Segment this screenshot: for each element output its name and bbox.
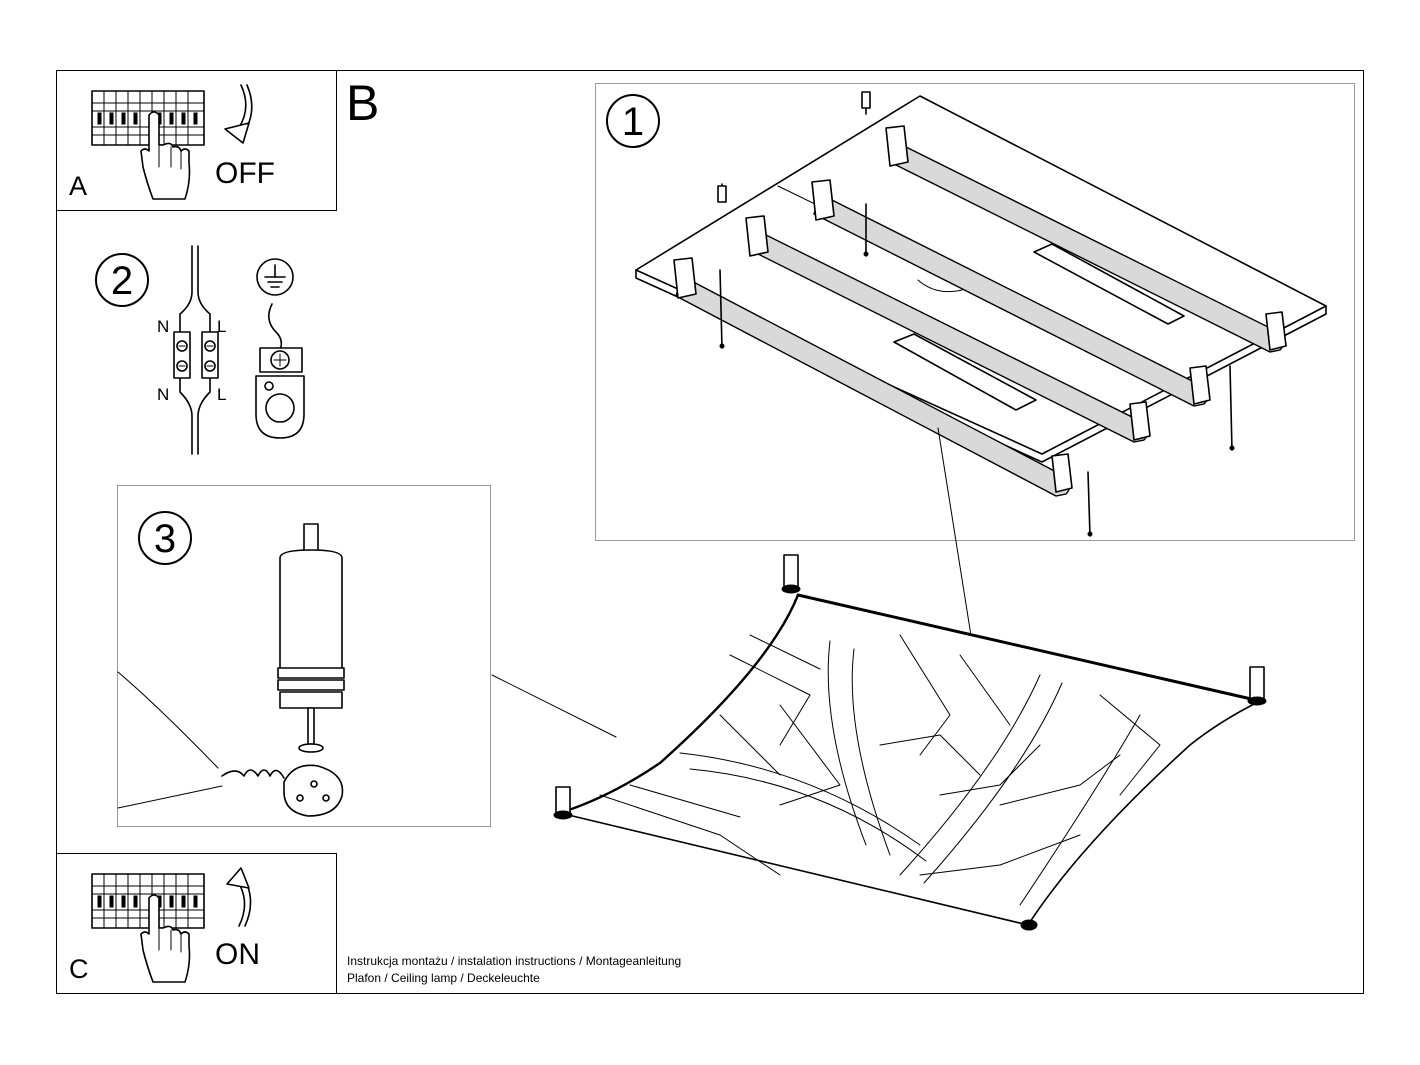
ground-symbol-icon — [256, 258, 294, 296]
switch-state-on: ON — [215, 938, 260, 971]
ceiling-lamp-diffuser-drawing — [491, 554, 1267, 931]
wire-label-n-bottom: N — [157, 385, 170, 404]
step-3-marker: 3 — [138, 511, 192, 565]
ground-terminal-icon — [255, 303, 305, 439]
caption-line-2: Plafon / Ceiling lamp / Deckeleuchte — [347, 971, 540, 985]
panel-a-power-off: OFF A — [56, 70, 337, 211]
panel-b-letter: B — [346, 75, 380, 131]
curved-arrow-icon — [224, 84, 253, 144]
wire-label-l-top: L — [217, 317, 227, 336]
step-2-marker: 2 — [95, 253, 149, 307]
terminal-block-diagram — [173, 245, 219, 455]
bulb-and-socket-drawing — [117, 523, 345, 817]
pointing-hand-icon — [140, 894, 191, 983]
panel-c-letter: C — [69, 954, 89, 984]
panel-c-power-on: ON C — [56, 853, 337, 994]
switch-state-off: OFF — [215, 157, 275, 190]
step-1-marker: 1 — [606, 94, 660, 148]
circuit-breaker-icon — [91, 873, 205, 929]
mounting-plate-drawing — [635, 91, 1327, 643]
panel-1-mounting-plate: 1 — [595, 83, 1355, 643]
instruction-sheet-frame — [56, 70, 1364, 994]
wire-label-n-top: N — [157, 317, 170, 336]
wire-label-l-bottom: L — [217, 385, 227, 404]
panel-3-connection: 3 — [117, 485, 491, 827]
caption-line-1: Instrukcja montażu / instalation instruc… — [347, 954, 682, 968]
pointing-hand-icon — [140, 111, 191, 200]
panel-a-letter: A — [69, 171, 88, 201]
curved-arrow-icon — [226, 867, 252, 927]
